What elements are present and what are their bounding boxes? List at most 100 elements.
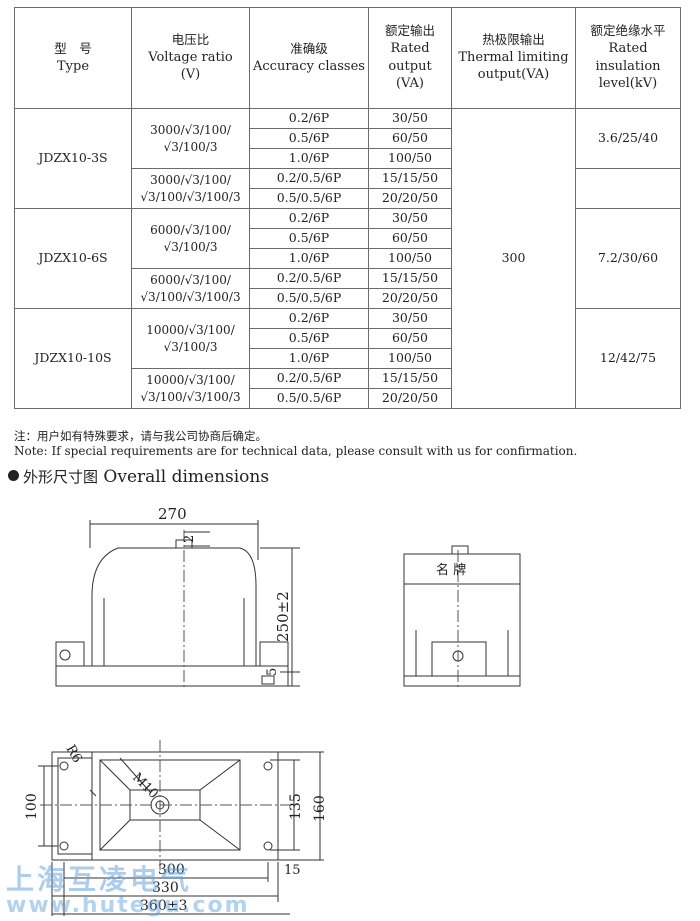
- left-lug: [55, 641, 85, 666]
- header-insulation-unit: level(kV): [598, 76, 658, 92]
- section-title-zh: 外形尺寸图: [23, 468, 99, 486]
- table-row: 0.5/0.5/6P 20/20/50: [15, 288, 681, 309]
- voltage-cell: 10000/√3/100/ √3/100/3: [131, 308, 250, 369]
- table-row: 0.5/0.5/6P 20/20/50: [15, 388, 681, 409]
- base-plate: [55, 665, 289, 687]
- voltage-line: √3/100/3: [163, 139, 218, 154]
- header-insulation-en: Rated insulation: [595, 41, 661, 74]
- spec-table: 型 号 Type 电压比 Voltage ratio (V) 准确级 Accur…: [14, 7, 681, 409]
- accuracy-cell: 0.5/6P: [249, 128, 369, 149]
- output-cell: 20/20/50: [368, 388, 452, 409]
- accuracy-cell: 0.2/0.5/6P: [249, 168, 369, 189]
- dim-360: 360±3: [140, 898, 187, 914]
- accuracy-cell: 0.2/0.5/6P: [249, 268, 369, 289]
- header-rated-zh: 额定输出: [384, 23, 435, 39]
- header-thermal-en: Thermal limiting: [458, 49, 569, 65]
- header-accuracy: 准确级 Accuracy classes: [249, 7, 369, 109]
- transformer-body: [91, 547, 257, 666]
- note-zh: 注：用户如有特殊要求，请与我公司协商后确定。: [14, 429, 267, 443]
- table-row: JDZX10-3S 3000/√3/100/ √3/100/3 0.2/6P 3…: [14, 108, 681, 409]
- voltage-line: 10000/√3/100/: [146, 373, 235, 388]
- output-cell: 15/15/50: [368, 168, 452, 189]
- top-view: [40, 740, 290, 870]
- output-cell: 60/50: [368, 328, 452, 349]
- header-voltage-en: Voltage ratio: [148, 49, 233, 65]
- accuracy-cell: 0.2/6P: [249, 308, 369, 329]
- header-thermal-unit: output(VA): [477, 67, 550, 83]
- accuracy-cell: 0.5/0.5/6P: [249, 288, 369, 309]
- dim-330: 330: [152, 880, 179, 896]
- header-insulation: 额定绝缘水平 Rated insulation level(kV): [575, 7, 681, 109]
- output-cell: 20/20/50: [368, 188, 452, 209]
- dimension-drawing: 270 2 250±2 5 名 牌 R6 M10 100 135 160 300…: [24, 505, 521, 916]
- header-rated-output: 额定输出 Rated output (VA): [368, 7, 452, 109]
- header-voltage: 电压比 Voltage ratio (V): [131, 7, 250, 109]
- output-cell: 100/50: [368, 348, 452, 369]
- output-cell: 100/50: [368, 148, 452, 169]
- header-voltage-unit: (V): [180, 67, 201, 83]
- voltage-cell: 3000/√3/100/ √3/100/√3/100/3: [131, 168, 250, 209]
- table-row: 10000/√3/100/ √3/100/√3/100/3 0.2/0.5/6P…: [15, 368, 681, 409]
- left-lug-hole: [59, 649, 71, 661]
- voltage-line: √3/100/3: [163, 239, 218, 254]
- header-insulation-zh: 额定绝缘水平: [590, 23, 666, 39]
- accuracy-cell: 0.5/0.5/6P: [249, 188, 369, 209]
- type-cell: JDZX10-3S: [14, 108, 132, 209]
- header-thermal-zh: 热极限输出: [482, 32, 545, 48]
- section-title: 外形尺寸图 Overall dimensions: [8, 466, 269, 487]
- side-base: [403, 675, 521, 687]
- table-row: 0.5/6P 60/50: [15, 228, 681, 249]
- output-cell: 60/50: [368, 228, 452, 249]
- accuracy-cell: 0.5/6P: [249, 328, 369, 349]
- note-en: Note: If special requirements are for te…: [14, 444, 578, 458]
- thermal-cell: 300: [451, 108, 576, 409]
- header-accuracy-en: Accuracy classes: [253, 58, 365, 74]
- accuracy-cell: 0.2/6P: [249, 208, 369, 229]
- top-base: [51, 751, 279, 861]
- header-rated-en: Rated output: [388, 41, 432, 74]
- header-type: 型 号 Type: [14, 7, 132, 109]
- output-cell: 30/50: [368, 108, 452, 129]
- dim-300: 300: [158, 862, 185, 878]
- side-view: [403, 545, 521, 690]
- voltage-line: √3/100/√3/100/3: [140, 189, 241, 204]
- insulation-cell: 12/42/75: [575, 308, 681, 409]
- voltage-line: 3000/√3/100/: [150, 173, 231, 188]
- table-row: 0.5/6P 60/50: [15, 328, 681, 349]
- table-row: 3000/√3/100/ √3/100/√3/100/3 0.2/0.5/6P …: [15, 168, 681, 209]
- ground-bolt: [261, 675, 275, 685]
- output-cell: 15/15/50: [368, 268, 452, 289]
- header-thermal: 热极限输出 Thermal limiting output(VA): [451, 7, 576, 109]
- accuracy-cell: 0.2/6P: [249, 108, 369, 129]
- bullet-icon: [8, 470, 19, 481]
- voltage-line: 10000/√3/100/: [146, 323, 235, 338]
- type-cell: JDZX10-6S: [14, 208, 132, 309]
- voltage-cell: 3000/√3/100/ √3/100/3: [131, 108, 250, 169]
- voltage-cell: 10000/√3/100/ √3/100/√3/100/3: [131, 368, 250, 409]
- voltage-cell: 6000/√3/100/ √3/100/3: [131, 208, 250, 269]
- dim-2: 2: [182, 535, 197, 543]
- watermark-company: 上海互凌电气: [6, 863, 193, 896]
- header-accuracy-zh: 准确级: [290, 40, 328, 56]
- voltage-line: √3/100/√3/100/3: [140, 389, 241, 404]
- dim-100: 100: [24, 793, 40, 820]
- dim-250: 250±2: [274, 591, 292, 642]
- dim-135: 135: [288, 793, 304, 820]
- header-rated-unit: (VA): [395, 76, 425, 92]
- section-title-en: Overall dimensions: [103, 467, 270, 487]
- accuracy-cell: 1.0/6P: [249, 148, 369, 169]
- table-row: 6000/√3/100/ √3/100/√3/100/3 0.2/0.5/6P …: [15, 268, 681, 309]
- right-lug: [259, 641, 289, 666]
- front-view: [55, 530, 289, 690]
- output-cell: 60/50: [368, 128, 452, 149]
- insulation-cell: 3.6/25/40: [575, 108, 681, 169]
- output-cell: 100/50: [368, 248, 452, 269]
- output-cell: 20/20/50: [368, 288, 452, 309]
- accuracy-cell: 0.2/0.5/6P: [249, 368, 369, 389]
- output-cell: 15/15/50: [368, 368, 452, 389]
- voltage-line: 6000/√3/100/: [150, 223, 231, 238]
- voltage-line: 6000/√3/100/: [150, 273, 231, 288]
- output-cell: 30/50: [368, 308, 452, 329]
- header-voltage-zh: 电压比: [171, 32, 210, 48]
- type-cell: JDZX10-10S: [14, 308, 132, 409]
